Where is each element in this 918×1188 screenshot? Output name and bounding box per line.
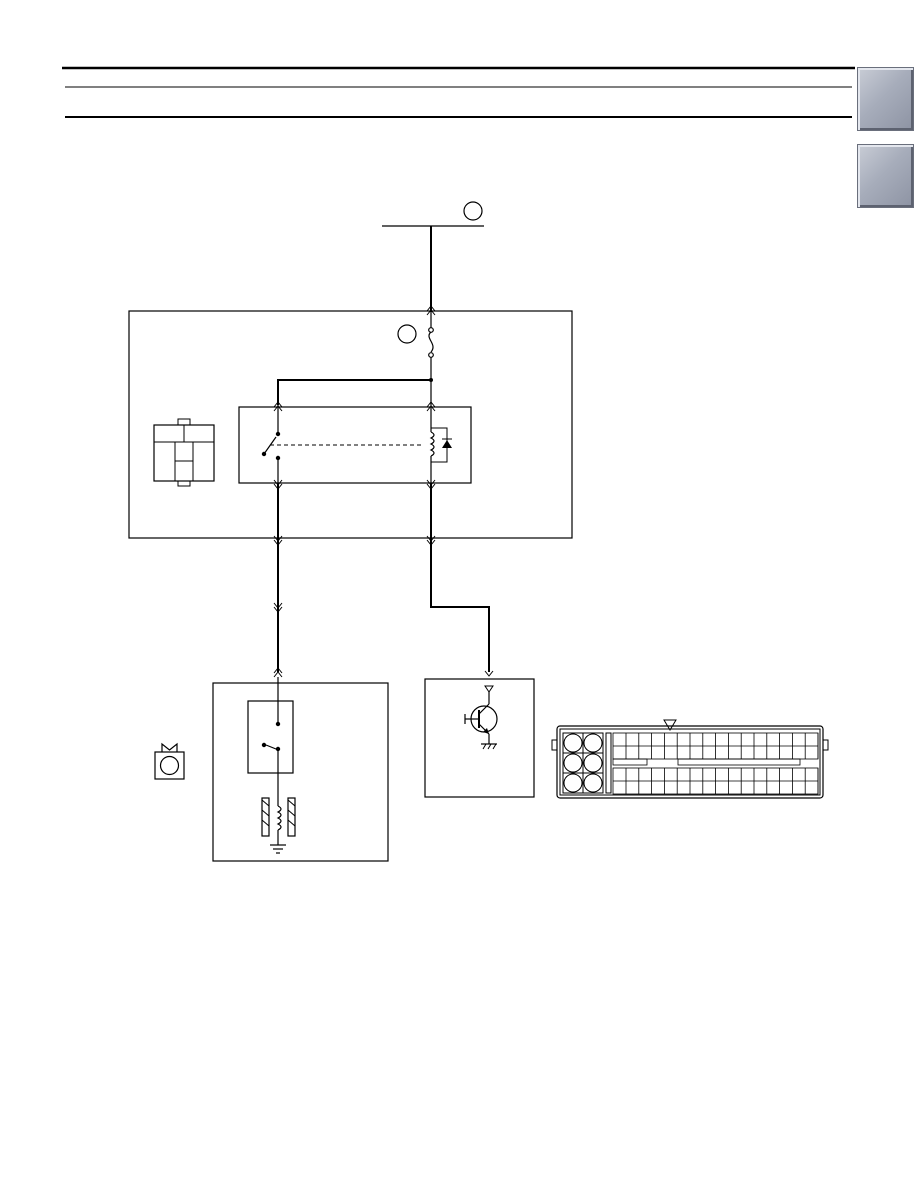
solenoid-connector-icon [154,742,185,780]
relay [238,405,472,484]
callout-circle-supply [463,201,483,221]
solenoid-unit [212,677,389,862]
side-tab-top[interactable] [857,67,914,131]
relay-connector-icon [153,418,215,487]
header-rules [62,66,855,118]
callout-circle-fuse [397,324,417,344]
fuse [397,312,434,380]
power-supply-bus [382,201,484,227]
connector-face [551,719,829,799]
side-tab-bottom[interactable] [857,144,914,208]
connector-markers [273,305,494,678]
relay-box [128,310,573,539]
control-unit-transistor [424,678,535,798]
